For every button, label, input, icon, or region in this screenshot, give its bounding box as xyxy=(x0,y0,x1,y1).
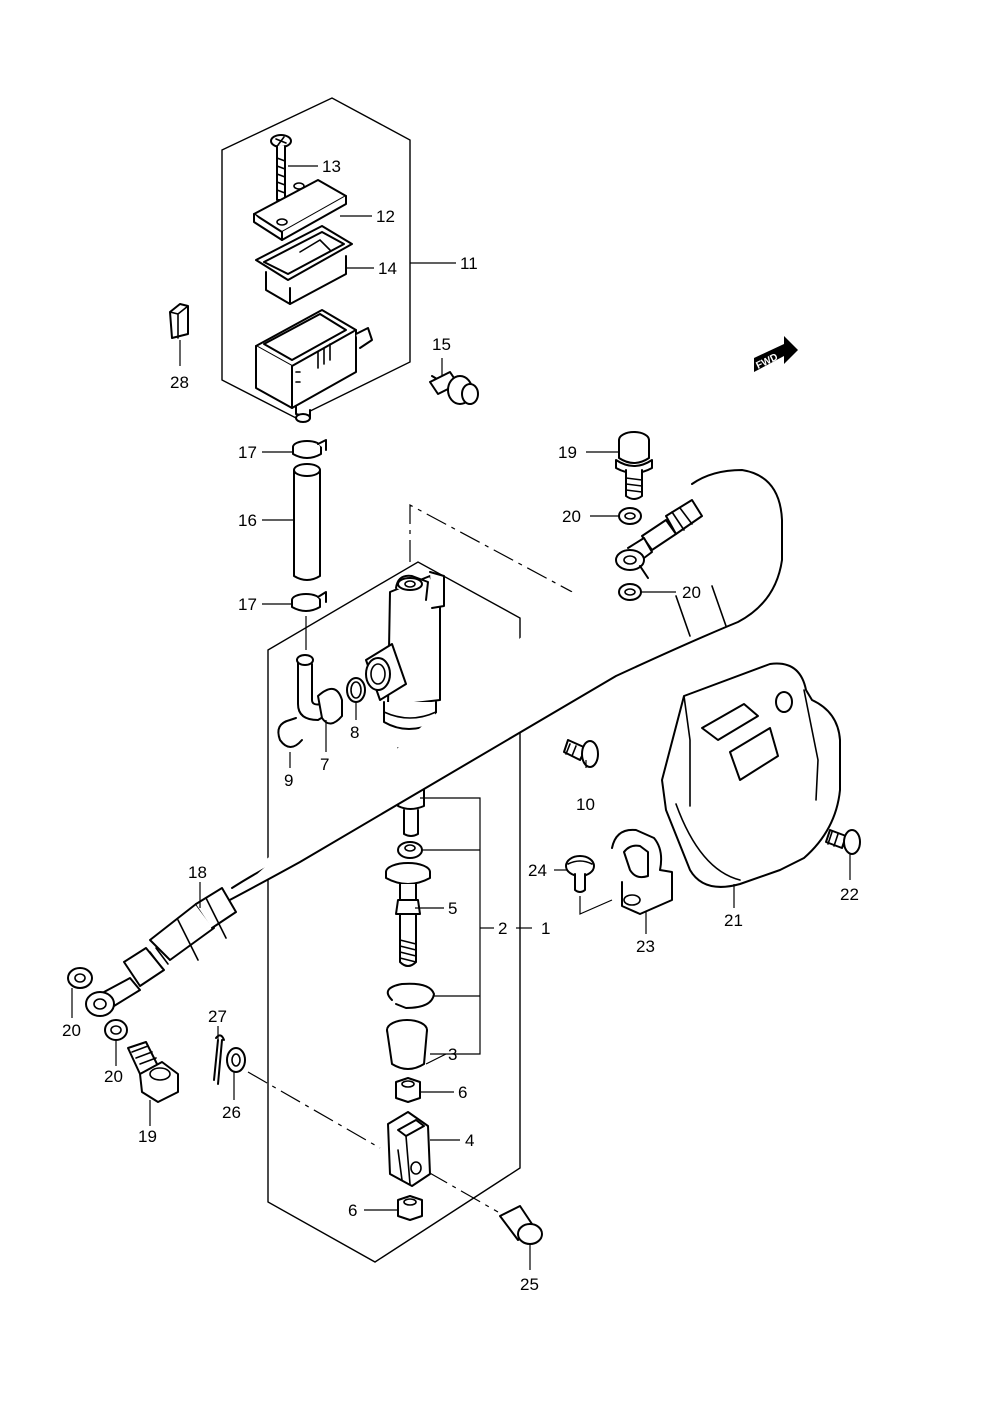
master-cylinder-guard xyxy=(661,662,841,888)
piston-seal xyxy=(397,841,423,859)
guard-bracket xyxy=(611,828,673,915)
callout-6-upper: 6 xyxy=(458,1083,467,1102)
banjo-bolt-lower xyxy=(127,1041,179,1103)
reservoir-hose xyxy=(293,463,321,581)
callout-11: 11 xyxy=(460,254,478,273)
callout-16: 16 xyxy=(238,511,257,530)
locknut-upper xyxy=(395,1077,421,1103)
callout-24: 24 xyxy=(528,861,547,880)
callout-3: 3 xyxy=(448,1045,457,1064)
callout-17-lower: 17 xyxy=(238,595,257,614)
sealing-washer-upper-b xyxy=(618,583,642,601)
callout-4: 4 xyxy=(465,1131,474,1150)
pushrod xyxy=(385,862,431,967)
sealing-washer-lower-b xyxy=(104,1019,128,1041)
callout-6-lower: 6 xyxy=(348,1201,357,1220)
reservoir-cap-screw xyxy=(270,134,292,201)
reservoir-mount-bolt xyxy=(429,371,479,405)
master-cylinder-group-frame xyxy=(267,561,521,1263)
clevis xyxy=(387,1111,431,1187)
circlip-large xyxy=(386,982,435,1009)
callout-19-lower: 19 xyxy=(138,1127,157,1146)
bracket-screw xyxy=(565,855,595,893)
reservoir-cap-plate xyxy=(253,179,347,241)
callout-1: 1 xyxy=(541,919,550,938)
callout-2: 2 xyxy=(498,919,507,938)
callout-26: 26 xyxy=(222,1103,241,1122)
callout-20-lower-b: 20 xyxy=(104,1067,123,1086)
pushrod-boot xyxy=(386,1019,428,1070)
sealing-washer-lower-a xyxy=(67,967,93,989)
callout-28: 28 xyxy=(170,373,189,392)
callout-10: 10 xyxy=(576,795,595,814)
hose-clamp-lower xyxy=(291,591,327,612)
callout-13: 13 xyxy=(322,157,341,176)
cotter-pin xyxy=(213,1034,225,1085)
callout-20-upper-b: 20 xyxy=(682,583,701,602)
washer-small xyxy=(226,1047,246,1073)
elbow-fitting xyxy=(296,654,343,725)
callout-25: 25 xyxy=(520,1275,539,1294)
callout-27: 27 xyxy=(208,1007,227,1026)
locknut-lower xyxy=(397,1195,423,1221)
callout-5: 5 xyxy=(448,899,457,918)
banjo-bolt-upper xyxy=(615,431,653,500)
callout-19-upper: 19 xyxy=(558,443,577,462)
circlip-small xyxy=(277,717,303,748)
guard-screw xyxy=(825,829,861,855)
callout-20-upper-a: 20 xyxy=(562,507,581,526)
small-grommet xyxy=(169,303,189,339)
callout-23: 23 xyxy=(636,937,655,956)
callout-18: 18 xyxy=(188,863,207,882)
sealing-washer-upper-a xyxy=(618,507,642,525)
fwd-label: FWD xyxy=(754,352,779,372)
cover-screw xyxy=(563,739,599,768)
callout-15: 15 xyxy=(432,335,451,354)
forward-direction-arrow: FWD xyxy=(754,336,798,372)
callout-8: 8 xyxy=(350,723,359,742)
callout-20-lower-a: 20 xyxy=(62,1021,81,1040)
callout-7: 7 xyxy=(320,755,329,774)
master-cylinder-body xyxy=(365,571,445,730)
reservoir-body xyxy=(255,309,373,423)
callout-14: 14 xyxy=(378,259,397,278)
callout-9: 9 xyxy=(284,771,293,790)
clevis-pin xyxy=(499,1205,543,1245)
reservoir-group-frame xyxy=(221,97,411,419)
reservoir-diaphragm xyxy=(255,225,353,305)
callout-21: 21 xyxy=(724,911,743,930)
hose-clamp-upper xyxy=(292,439,327,459)
callout-22: 22 xyxy=(840,885,859,904)
callout-12: 12 xyxy=(376,207,395,226)
callout-17-upper: 17 xyxy=(238,443,257,462)
